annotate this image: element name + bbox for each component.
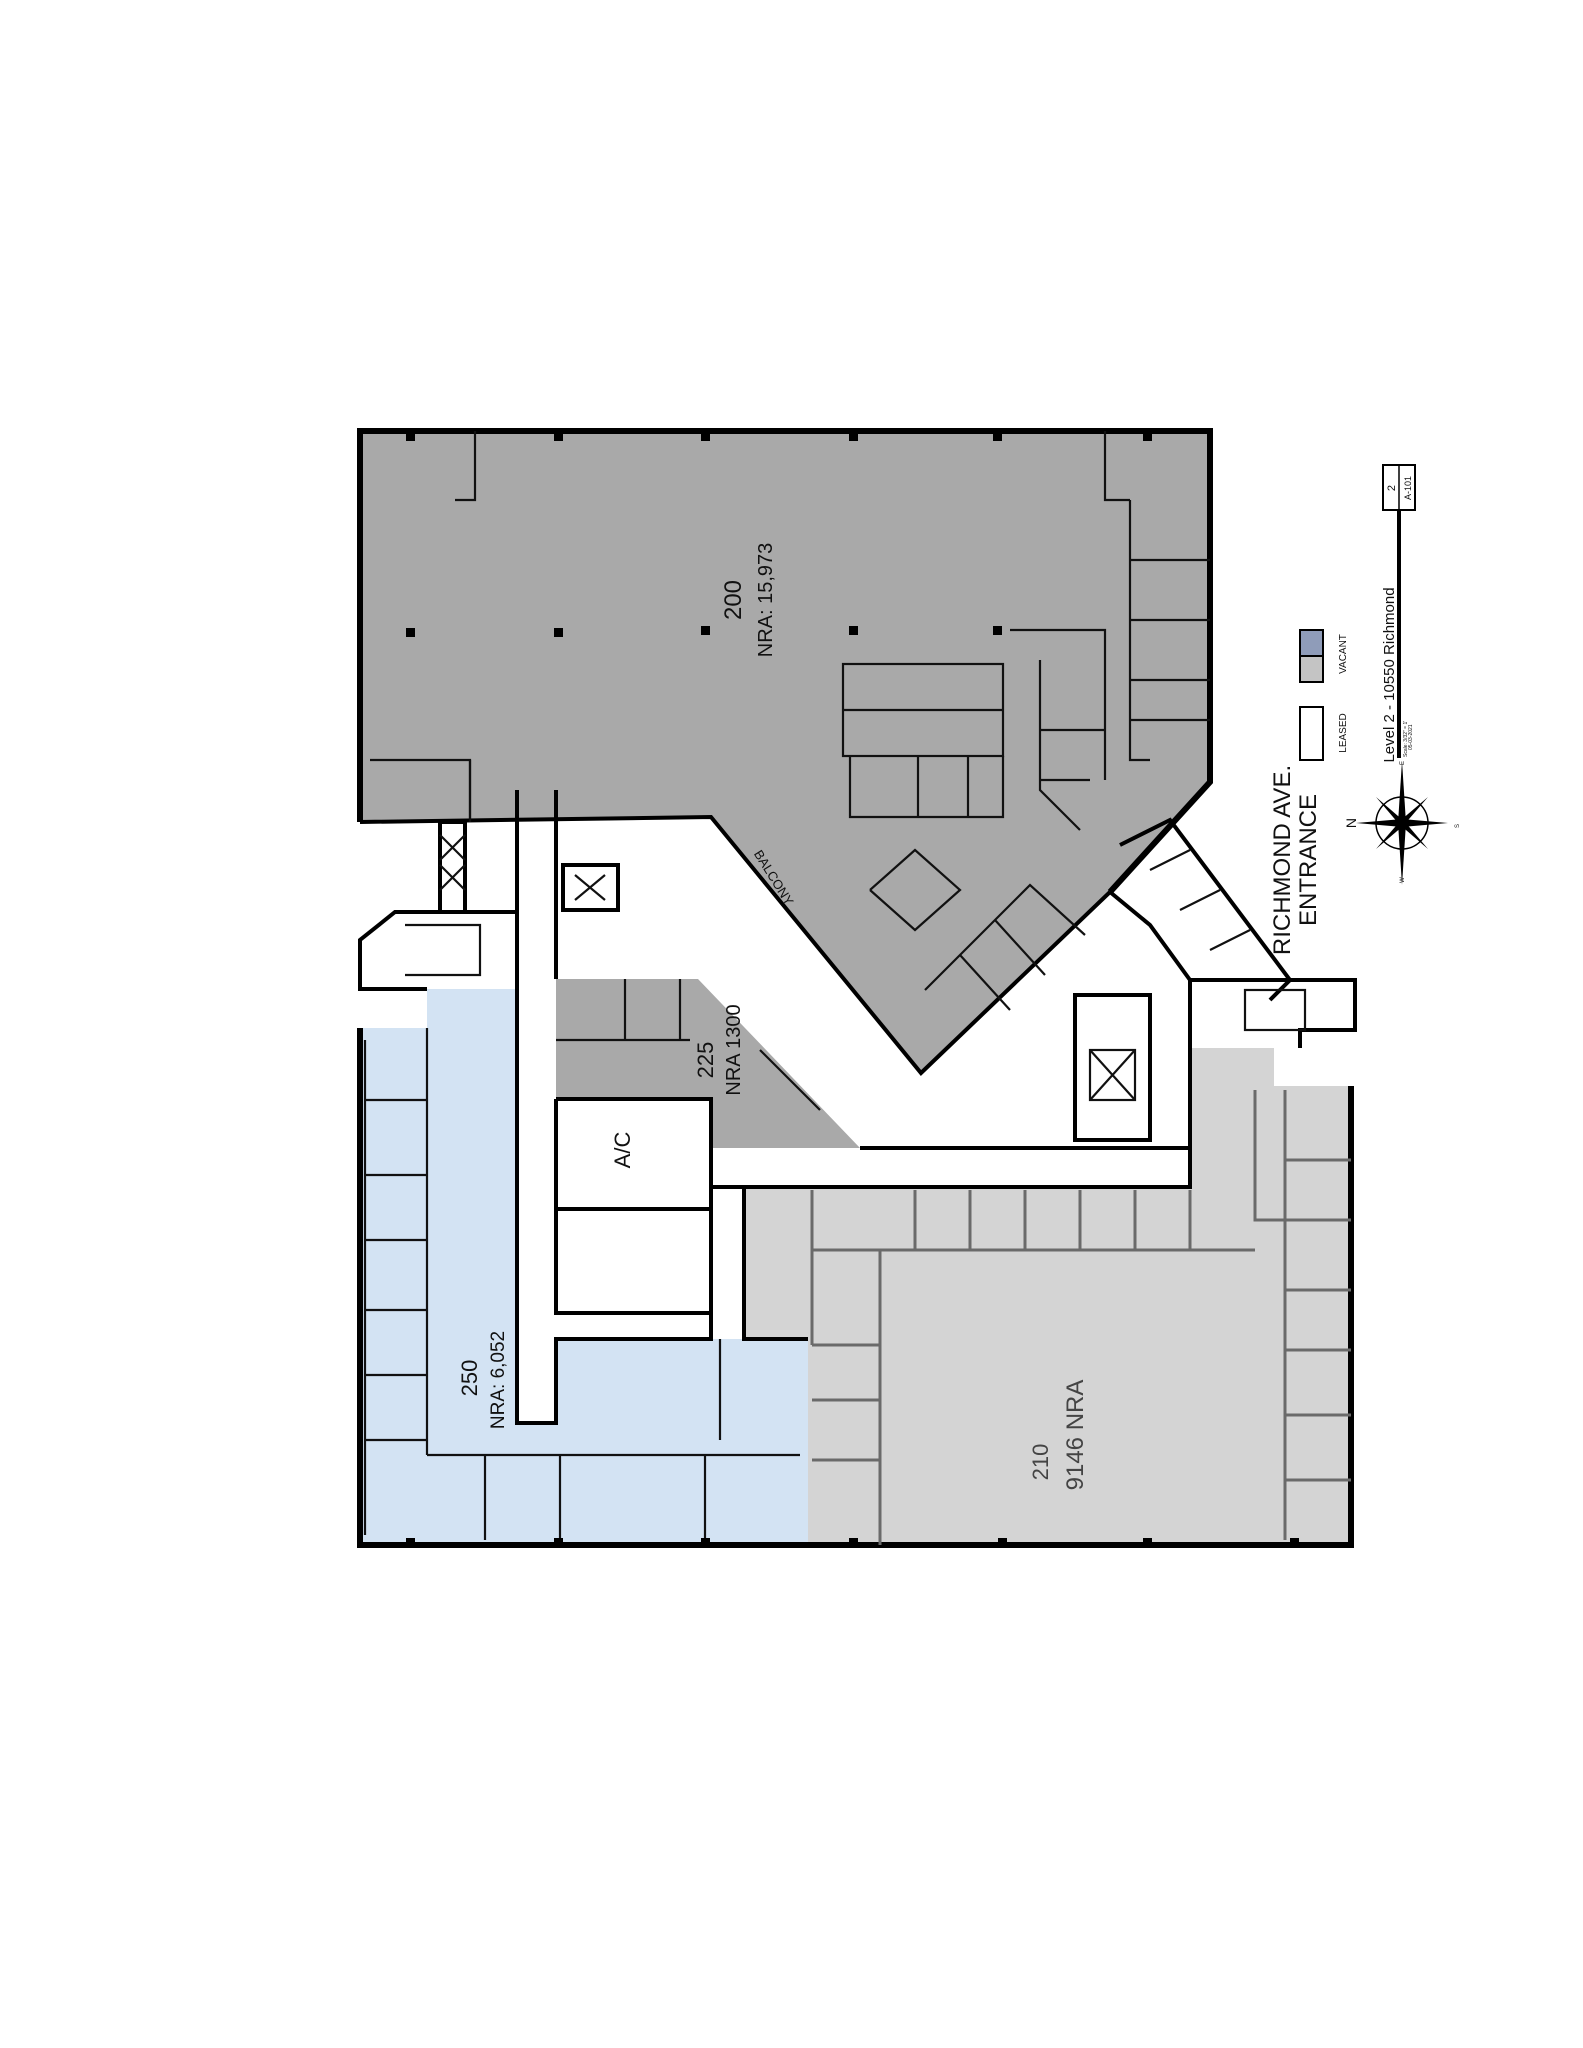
suite-200-area [360,431,1210,1073]
suite-225-area [556,979,860,1148]
suite-210-nra: 9146 NRA [1062,1380,1089,1491]
compass-rose-icon [1356,761,1448,885]
suite-210-area [744,1048,1351,1545]
legend-leased-swatch [1299,706,1324,761]
suite-225-nra: NRA 1300 [723,1004,745,1095]
sheet-number: 2 [1386,485,1398,491]
legend-leased-label: LEASED [1338,713,1349,752]
suite-210-number: 210 [1028,1444,1053,1481]
suite-200-nra: NRA: 15,973 [755,543,777,658]
suite-225-number: 225 [693,1042,718,1079]
compass-s: S [1455,824,1461,828]
exterior-walls [357,428,1357,1548]
suite-200-number: 200 [720,580,747,620]
drawing-title: Level 2 - 10550 Richmond [1381,587,1398,762]
ac-room-label: A/C [610,1132,635,1169]
compass-n: N [1343,818,1359,828]
title-bar [1397,510,1401,758]
date-text: 05-03-2021 [1408,724,1414,750]
structural-columns [406,432,1299,1547]
suite-250-nra: NRA: 6,052 [488,1331,509,1429]
sheet-id: A-101 [1403,476,1413,500]
compass-w: W [1400,877,1406,883]
scale-text: Scale: 3/32" = 1' [1403,721,1409,757]
interior-walls [363,431,1351,1545]
legend-vacant-blue-swatch [1299,629,1324,657]
legend-vacant-gray-swatch [1299,655,1324,683]
entrance-label-line1: RICHMOND AVE. [1269,765,1296,955]
suite-250-number: 250 [457,1360,482,1397]
entrance-label-line2: ENTRANCE [1295,794,1322,926]
suite-250-area [360,989,808,1545]
compass-e: E [1400,761,1406,765]
legend-vacant-label: VACANT [1338,634,1349,674]
